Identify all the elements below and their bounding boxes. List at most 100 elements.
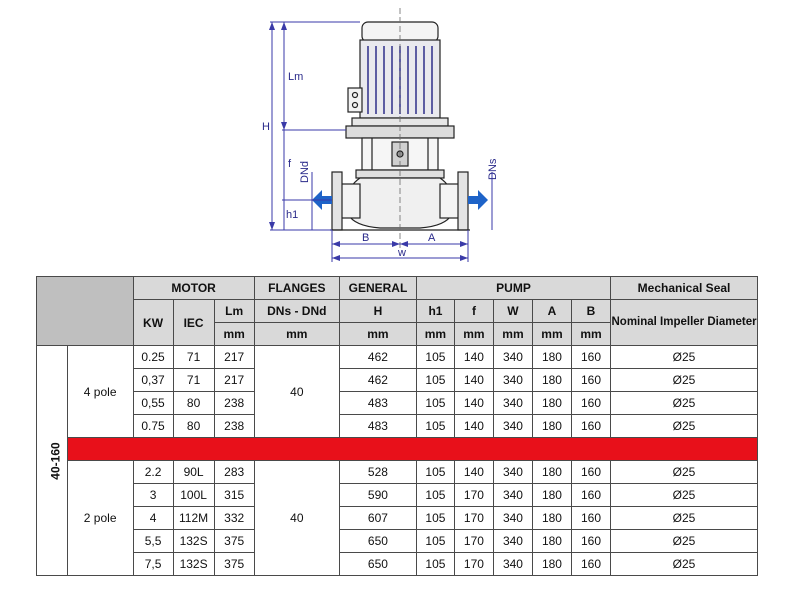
cell-a: 180 [531,368,572,392]
cell-b: 160 [570,483,612,507]
cell-h1: 105 [415,460,455,484]
cell-w: 340 [492,552,533,576]
cell-w: 340 [492,345,533,369]
model-cell: 40-160 [36,345,68,576]
cell-iec: 90L [172,460,215,484]
cell-h: 590 [338,483,417,507]
cell-lm: 217 [213,368,255,392]
cell-iec: 132S [172,552,215,576]
cell-b: 160 [570,552,612,576]
header-kw: KW [132,299,174,346]
cell-a: 180 [531,391,572,415]
cell-h: 483 [338,414,417,438]
cell-a: 180 [531,483,572,507]
corner-cell [36,276,134,346]
header-row-2: KW IEC Lm DNs - DNd H h1 f W A B Nominal… [37,299,758,346]
cell-f: 140 [453,391,494,415]
unit-h1: mm [415,322,455,346]
separator-bar [66,437,759,461]
cell-h1: 105 [415,552,455,576]
cell-lm: 238 [213,391,255,415]
cell-a: 180 [531,552,572,576]
cell-h1: 105 [415,345,455,369]
cell-kw: 3 [132,483,174,507]
unit-lm: mm [213,322,255,346]
header-general: GENERAL [338,276,417,300]
cell-iec: 112M [172,506,215,530]
pump-outline [330,21,470,231]
cell-w: 340 [492,414,533,438]
header-flanges: FLANGES [253,276,340,300]
cell-a: 180 [531,529,572,553]
dim-label-f: f [288,158,292,170]
dim-label-dns: DNs [487,158,499,180]
pump-spec-table: MOTOR FLANGES GENERAL PUMP Mechanical Se… [36,276,759,576]
header-a: A [531,299,572,323]
cell-h: 650 [338,552,417,576]
unit-dns-dnd: mm [253,322,340,346]
cell-f: 170 [453,483,494,507]
unit-h: mm [338,322,417,346]
cell-b: 160 [570,506,612,530]
cell-iec: 80 [172,414,215,438]
cell-h1: 105 [415,483,455,507]
group-separator [37,437,759,461]
dim-label-a: A [428,232,436,244]
cell-f: 140 [453,345,494,369]
header-w: W [492,299,533,323]
cell-iec: 80 [172,391,215,415]
header-f: f [453,299,494,323]
pole-cell: 4 pole [66,345,134,438]
cell-a: 180 [531,460,572,484]
cell-kw: 2.2 [132,460,174,484]
cell-h: 483 [338,391,417,415]
cell-lm: 375 [213,552,255,576]
header-h1: h1 [415,299,455,323]
cell-b: 160 [570,460,612,484]
cell-b: 160 [570,529,612,553]
header-pump: PUMP [415,276,612,300]
cell-kw: 0.25 [132,345,174,369]
header-row-1: MOTOR FLANGES GENERAL PUMP Mechanical Se… [36,276,758,346]
dim-label-lm: Lm [288,71,303,83]
header-seal: Mechanical Seal [610,276,758,300]
cell-h1: 105 [415,368,455,392]
cell-seal: Ø25 [610,460,758,484]
cell-a: 180 [531,506,572,530]
cell-seal: Ø25 [610,552,758,576]
cell-b: 160 [570,368,612,392]
cell-kw: 4 [132,506,174,530]
cell-lm: 283 [213,460,255,484]
header-iec: IEC [172,299,215,346]
cell-seal: Ø25 [610,368,758,392]
dimension-lines [270,21,493,262]
flange-cell: 40 [253,460,340,576]
cell-h: 650 [338,529,417,553]
header-motor: MOTOR [132,276,255,300]
unit-f: mm [453,322,494,346]
cell-b: 160 [570,345,612,369]
dim-label-dnd: DNd [299,161,311,183]
dim-label-h1: h1 [286,209,298,221]
cell-f: 170 [453,552,494,576]
cell-kw: 0,55 [132,391,174,415]
header-b: B [570,299,612,323]
pole-cell: 2 pole [66,460,134,576]
cell-seal: Ø25 [610,414,758,438]
unit-a: mm [531,322,572,346]
cell-kw: 7,5 [132,552,174,576]
dim-label-w: w [397,247,406,259]
cell-h1: 105 [415,414,455,438]
cell-seal: Ø25 [610,483,758,507]
spec-table-body: MOTOR FLANGES GENERAL PUMP Mechanical Se… [36,276,759,576]
cell-f: 140 [453,368,494,392]
model-label: 40-160 [48,441,63,480]
cell-f: 170 [453,506,494,530]
